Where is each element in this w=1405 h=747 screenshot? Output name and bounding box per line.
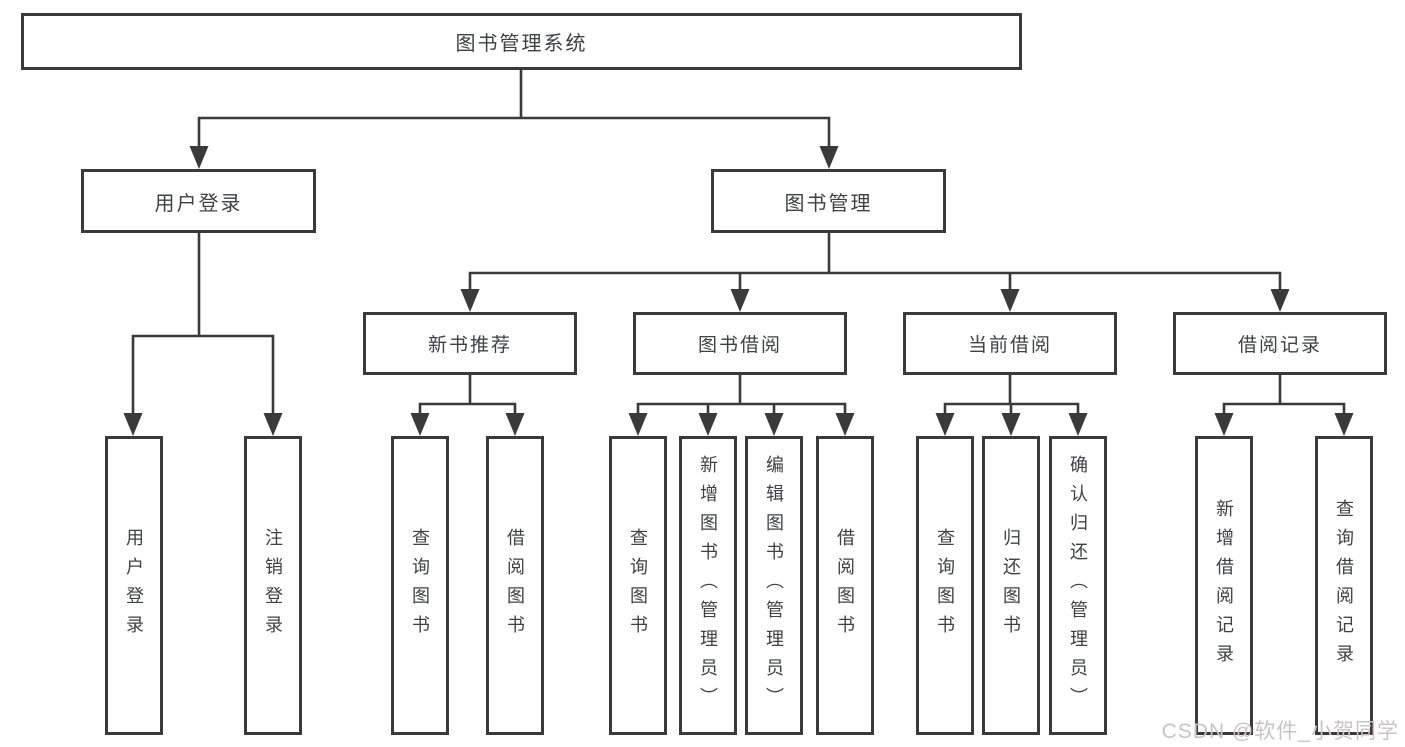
node-current-borrowing: 当前借阅 [903, 312, 1117, 375]
leaf-label: 借阅图书 [835, 527, 855, 644]
leaf-add-books-admin: 新增图书（管理员） [679, 436, 737, 735]
leaf-label: 注销登录 [263, 527, 283, 644]
node-label: 借阅记录 [1237, 335, 1322, 356]
node-label: 图书管理系统 [455, 33, 588, 55]
leaf-label: 编辑图书（管理员） [764, 455, 784, 716]
leaf-borrow-books-newbook: 借阅图书 [486, 436, 544, 735]
node-book-management: 图书管理 [711, 169, 946, 233]
node-label: 图书借阅 [697, 335, 782, 356]
leaf-label: 新增借阅记录 [1214, 498, 1234, 673]
leaf-label: 归还图书 [1001, 527, 1021, 644]
node-label: 新书推荐 [427, 335, 512, 356]
leaf-add-borrow-record: 新增借阅记录 [1195, 436, 1253, 735]
leaf-logout-login: 注销登录 [244, 436, 302, 735]
csdn-watermark: CSDN @软件_小贺同学 [1161, 720, 1399, 743]
node-label: 图书管理 [784, 192, 873, 215]
leaf-query-borrow-record: 查询借阅记录 [1315, 436, 1373, 735]
leaf-query-books-borrowing: 查询图书 [609, 436, 667, 735]
node-label: 用户登录 [154, 192, 243, 215]
leaf-return-books: 归还图书 [982, 436, 1040, 735]
leaf-label: 查询图书 [410, 527, 430, 644]
leaf-label: 借阅图书 [505, 527, 525, 644]
leaf-label: 查询图书 [628, 527, 648, 644]
node-user-login: 用户登录 [81, 169, 316, 233]
node-new-book-recommend: 新书推荐 [363, 312, 577, 375]
leaf-edit-books-admin: 编辑图书（管理员） [745, 436, 803, 735]
leaf-label: 用户登录 [124, 527, 144, 644]
leaf-query-books-current: 查询图书 [916, 436, 974, 735]
leaf-borrow-books-borrowing: 借阅图书 [816, 436, 874, 735]
leaf-label: 确认归还（管理员） [1068, 455, 1088, 716]
leaf-label: 查询借阅记录 [1334, 498, 1354, 673]
leaf-confirm-return-admin: 确认归还（管理员） [1049, 436, 1107, 735]
leaf-query-books-newbook: 查询图书 [391, 436, 449, 735]
node-book-borrowing: 图书借阅 [633, 312, 847, 375]
node-borrowing-records: 借阅记录 [1173, 312, 1387, 375]
leaf-user-login: 用户登录 [105, 436, 163, 735]
node-label: 当前借阅 [967, 335, 1052, 356]
leaf-label: 新增图书（管理员） [698, 455, 718, 716]
node-library-management-system: 图书管理系统 [21, 13, 1022, 70]
leaf-label: 查询图书 [935, 527, 955, 644]
